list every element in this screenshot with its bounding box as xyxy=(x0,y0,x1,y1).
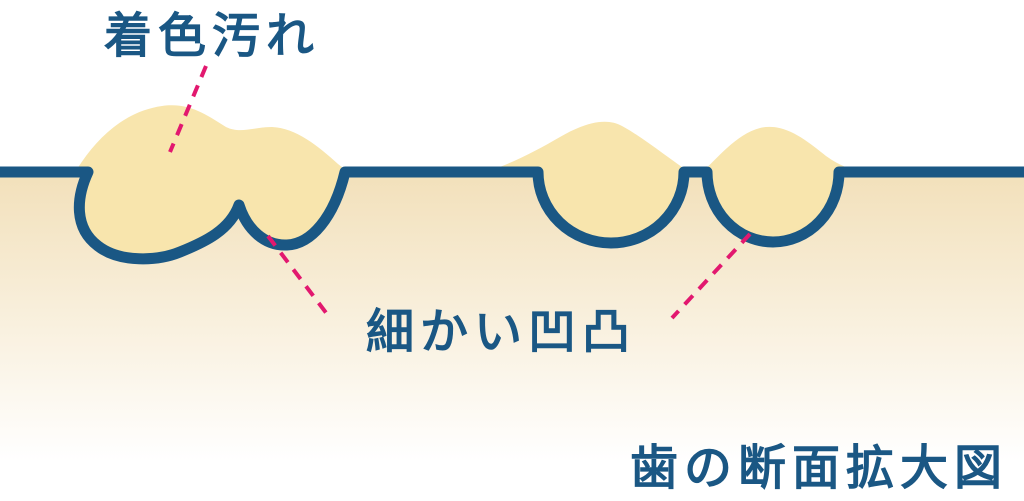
pit-stain-fill-1 xyxy=(79,170,346,259)
stain-leader-line xyxy=(168,65,208,153)
pit-stain-fill-2 xyxy=(538,170,684,241)
stain-label: 着色汚れ xyxy=(103,10,320,63)
texture-label: 細かい凹凸 xyxy=(366,306,636,359)
stain-blob-1 xyxy=(74,105,356,174)
texture-leader-line-left xyxy=(266,234,332,320)
stain-blob-2 xyxy=(476,121,692,174)
texture-leader-line-right xyxy=(670,232,752,320)
pit-stain-fill-3 xyxy=(707,170,839,240)
stain-blob-3 xyxy=(700,126,866,174)
caption-label: 歯の断面拡大図 xyxy=(630,442,1008,495)
